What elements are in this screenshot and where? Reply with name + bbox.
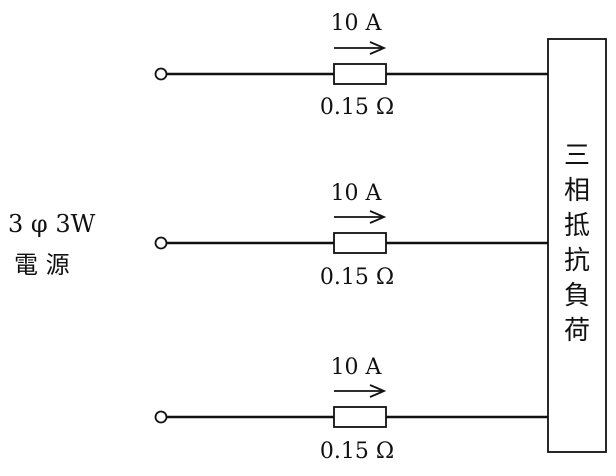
resistance-label-3: 0.15 Ω: [320, 439, 394, 464]
branch-2: 10 A 0.15 Ω: [154, 181, 548, 290]
terminal-3: [154, 410, 168, 424]
branch-1: 10 A 0.15 Ω: [154, 11, 548, 120]
current-label-3: 10 A: [331, 355, 383, 380]
current-arrow-2: [334, 210, 387, 224]
load-char-4: 抗: [564, 246, 590, 276]
current-arrow-1: [334, 41, 387, 55]
load-box: [547, 38, 607, 453]
terminal-2: [154, 236, 168, 250]
current-arrow-3: [334, 384, 387, 398]
resistor-1: [333, 63, 387, 85]
current-label-2: 10 A: [331, 181, 383, 206]
load-char-6: 荷: [564, 316, 590, 346]
resistance-label-1: 0.15 Ω: [320, 95, 394, 120]
source-name-label: 電 源: [14, 251, 70, 279]
terminal-1: [154, 67, 168, 81]
load-char-3: 抵: [564, 211, 590, 241]
load-char-5: 負: [564, 281, 590, 311]
resistor-2: [333, 232, 387, 254]
resistor-3: [333, 406, 387, 428]
load-char-2: 相: [564, 176, 590, 206]
source-spec-label: 3 φ 3W: [8, 210, 96, 238]
branch-3: 10 A 0.15 Ω: [154, 355, 548, 464]
load-char-1: 三: [564, 141, 590, 171]
current-label-1: 10 A: [331, 11, 383, 36]
resistance-label-2: 0.15 Ω: [320, 265, 394, 290]
